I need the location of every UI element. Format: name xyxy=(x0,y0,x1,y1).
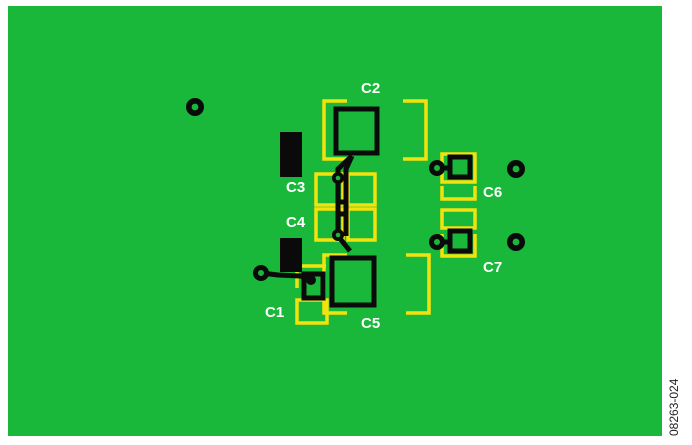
label-c3: C3 xyxy=(286,179,306,196)
label-c5: C5 xyxy=(361,315,381,332)
c4-outline-left xyxy=(314,207,345,242)
c2-outline-left xyxy=(322,99,347,161)
via-hole xyxy=(434,165,440,171)
label-c4: C4 xyxy=(286,214,306,231)
via-hole xyxy=(335,175,341,181)
figure-id: 08263-024 xyxy=(667,378,681,436)
board-substrate xyxy=(8,6,662,436)
pcb-board xyxy=(8,6,662,436)
c5-pad xyxy=(329,255,377,308)
silkscreen-layer xyxy=(295,99,477,325)
label-c7: C7 xyxy=(483,259,503,276)
label-c2: C2 xyxy=(361,80,381,97)
center-trace xyxy=(335,154,355,253)
pad-block-upper xyxy=(280,132,302,177)
pad-block-lower xyxy=(280,238,302,272)
via-hole xyxy=(434,239,440,245)
c2-pad xyxy=(333,106,380,156)
c5-outline-right xyxy=(406,253,431,315)
via-hole xyxy=(512,165,520,173)
via-hole xyxy=(191,103,199,111)
c3-outline-left xyxy=(314,172,345,207)
copper-layer xyxy=(186,98,525,308)
via-hole xyxy=(258,270,264,276)
c1-pad-via xyxy=(306,275,316,285)
label-c6: C6 xyxy=(483,184,503,201)
c7-outline-upper xyxy=(440,208,477,230)
c6-outline-lower xyxy=(440,186,477,201)
c1-pad xyxy=(301,271,326,301)
via-hole xyxy=(512,238,520,246)
via-hole xyxy=(335,232,341,238)
c2-outline-right xyxy=(403,99,428,161)
label-c1: C1 xyxy=(265,304,285,321)
